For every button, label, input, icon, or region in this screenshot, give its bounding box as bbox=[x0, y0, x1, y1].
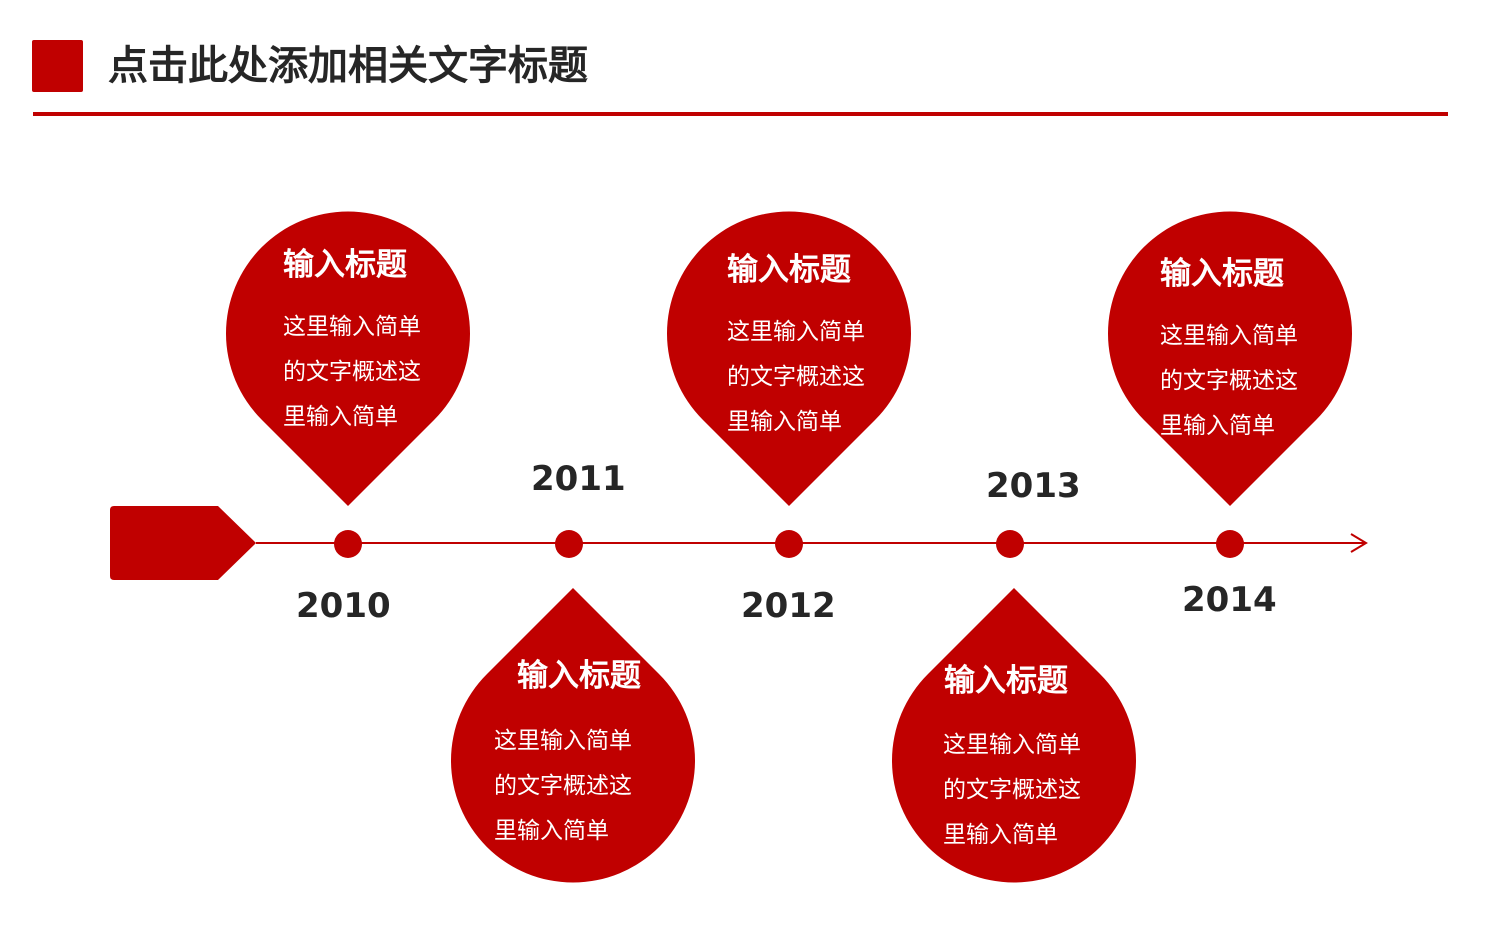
card-body[interactable]: 这里输入简单的文字概述这里输入简单 bbox=[943, 732, 1081, 848]
card-heading[interactable]: 输入标题 bbox=[283, 247, 407, 283]
timeline-card-2012: 输入标题 这里输入简单的文字概述这里输入简单 bbox=[727, 250, 927, 445]
timeline-start-tag bbox=[110, 506, 256, 580]
card-body[interactable]: 这里输入简单的文字概述这里输入简单 bbox=[727, 319, 865, 435]
timeline-drop-2012[interactable] bbox=[667, 211, 911, 507]
timeline-drop-2011[interactable] bbox=[450, 588, 695, 883]
timeline-card-2010: 输入标题 这里输入简单的文字概述这里输入简单 bbox=[283, 245, 483, 440]
timeline-drop-2014[interactable] bbox=[1107, 211, 1352, 507]
year-label-2014: 2014 bbox=[1182, 580, 1277, 620]
timeline-drop-2010[interactable] bbox=[225, 211, 471, 506]
timeline-node-2010[interactable] bbox=[334, 530, 362, 558]
year-label-2011: 2011 bbox=[531, 459, 626, 499]
timeline-node-2013[interactable] bbox=[996, 530, 1024, 558]
timeline-card-2011-body: 这里输入简单的文字概述这里输入简单 bbox=[494, 719, 694, 854]
timeline-card-2013-body: 这里输入简单的文字概述这里输入简单 bbox=[943, 723, 1143, 858]
year-label-2012: 2012 bbox=[741, 586, 836, 626]
card-body[interactable]: 这里输入简单的文字概述这里输入简单 bbox=[283, 314, 421, 430]
title-marker-square bbox=[32, 40, 83, 92]
card-heading[interactable]: 输入标题 bbox=[944, 663, 1068, 699]
card-heading[interactable]: 输入标题 bbox=[517, 658, 641, 694]
page-title[interactable]: 点击此处添加相关文字标题 bbox=[108, 43, 588, 89]
timeline-card-2013: 输入标题 bbox=[944, 661, 1144, 701]
timeline-card-2011: 输入标题 bbox=[517, 656, 717, 696]
year-label-2013: 2013 bbox=[986, 466, 1081, 506]
timeline-arrow-icon bbox=[1350, 533, 1368, 553]
timeline-node-2011[interactable] bbox=[555, 530, 583, 558]
card-heading[interactable]: 输入标题 bbox=[727, 252, 851, 288]
timeline-node-2012[interactable] bbox=[775, 530, 803, 558]
timeline-card-2014: 输入标题 这里输入简单的文字概述这里输入简单 bbox=[1160, 254, 1360, 449]
timeline-node-2014[interactable] bbox=[1216, 530, 1244, 558]
card-body[interactable]: 这里输入简单的文字概述这里输入简单 bbox=[1160, 323, 1298, 439]
year-label-2010: 2010 bbox=[296, 586, 391, 626]
card-body[interactable]: 这里输入简单的文字概述这里输入简单 bbox=[494, 728, 632, 844]
title-divider bbox=[33, 112, 1448, 116]
card-heading[interactable]: 输入标题 bbox=[1160, 256, 1284, 292]
timeline-drop-2013[interactable] bbox=[891, 588, 1136, 883]
